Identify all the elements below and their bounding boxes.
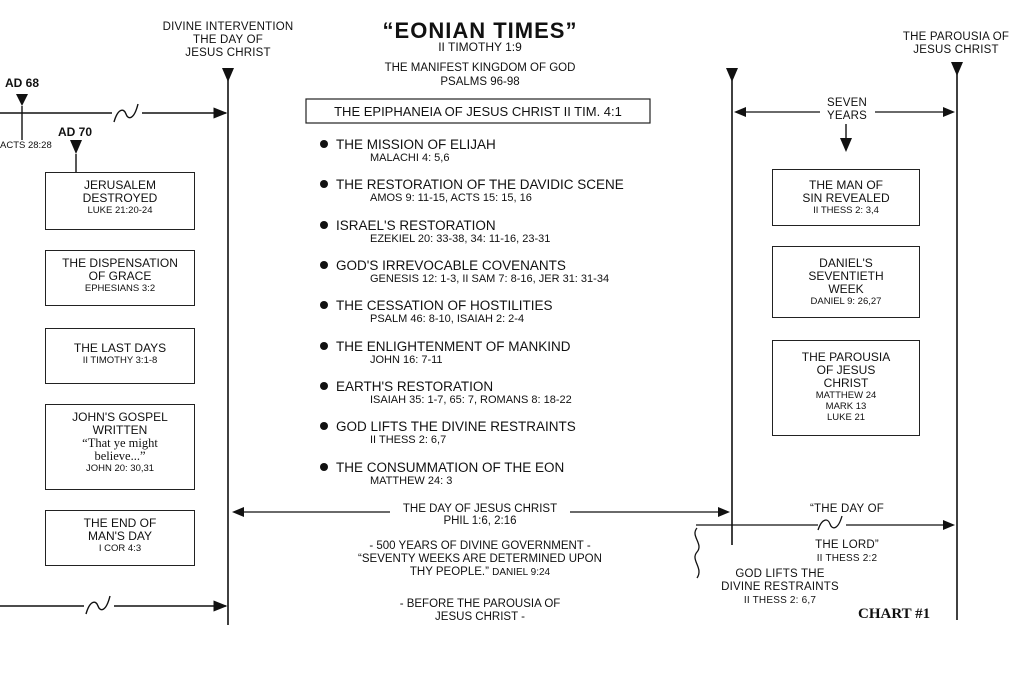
left-box-johns-gospel: JOHN'S GOSPEL WRITTEN “That ye might bel… [45,404,195,490]
acts-label: ACTS 28:28 [0,140,52,151]
parousia-top-label: THE PAROUSIA OF JESUS CHRIST [902,31,1010,56]
center-item: EARTH'S RESTORATION ISAIAH 35: 1-7, 65: … [320,379,572,406]
divine-intervention-label: DIVINE INTERVENTION THE DAY OF JESUS CHR… [162,21,294,59]
epiphaneia-label: THE EPIPHANEIA OF JESUS CHRIST II TIM. 4… [334,104,622,119]
seven-years-marker [726,68,738,82]
restraints-label: GOD LIFTS THE DIVINE RESTRAINTS II THESS… [721,568,839,606]
center-item: THE ENLIGHTENMENT OF MANKIND JOHN 16: 7-… [320,339,571,366]
subtitle-reference: PSALMS 96-98 [440,76,520,88]
seven-years-down-marker [840,138,852,152]
seven-years-label: SEVEN YEARS [827,97,867,122]
right-box-parousia: THE PAROUSIA OF JESUS CHRIST MATTHEW 24 … [772,340,920,436]
timeline-break-bottom [85,595,111,615]
day-of-lord-bottom: THE LORD” II THESS 2:2 [815,539,879,564]
left-box-end-of-mans-day: THE END OF MAN'S DAY I COR 4:3 [45,510,195,566]
center-item: THE CONSUMMATION OF THE EON MATTHEW 24: … [320,460,564,487]
before-parousia-text: - BEFORE THE PAROUSIA OF JESUS CHRIST - [399,598,561,623]
title-reference: II TIMOTHY 1:9 [438,40,522,54]
bullet-icon [320,140,328,148]
left-box-jerusalem: JERUSALEM DESTROYED LUKE 21:20-24 [45,172,195,230]
day-of-jesus-christ-label: THE DAY OF JESUS CHRIST PHIL 1:6, 2:16 [402,503,558,527]
bullet-icon [320,382,328,390]
center-item: GOD LIFTS THE DIVINE RESTRAINTS II THESS… [320,419,576,446]
day-of-lord-top: “THE DAY OF [810,503,884,515]
divine-government-text: - 500 YEARS OF DIVINE GOVERNMENT - “SEVE… [358,540,602,578]
ad68-marker [16,94,28,106]
ad68-label: AD 68 [5,76,40,90]
bullet-icon [320,342,328,350]
ad70-label: AD 70 [58,125,93,139]
center-item: THE MISSION OF ELIJAH MALACHI 4: 5,6 [320,137,496,164]
center-item: GOD'S IRREVOCABLE COVENANTS GENESIS 12: … [320,258,609,285]
left-box-last-days: THE LAST DAYS II TIMOTHY 3:1-8 [45,328,195,384]
center-item: ISRAEL'S RESTORATION EZEKIEL 20: 33-38, … [320,218,550,245]
left-box-dispensation: THE DISPENSATION OF GRACE EPHESIANS 3:2 [45,250,195,306]
right-box-man-of-sin: THE MAN OF SIN REVEALED II THESS 2: 3,4 [772,169,920,226]
center-item: THE RESTORATION OF THE DAVIDIC SCENE AMO… [320,177,624,204]
bullet-icon [320,180,328,188]
timeline-break-top [113,103,139,123]
chart-number-label: CHART #1 [858,606,931,622]
center-item: THE CESSATION OF HOSTILITIES PSALM 46: 8… [320,298,553,325]
bullet-icon [320,463,328,471]
day-of-lord-break [817,515,843,531]
ad70-marker [70,140,82,154]
parousia-marker [951,62,963,76]
chart-title: “EONIAN TIMES” [382,18,578,43]
right-box-seventieth-week: DANIEL'S SEVENTIETH WEEK DANIEL 9: 26,27 [772,246,920,318]
wavy-break-line [694,527,700,579]
bullet-icon [320,301,328,309]
bullet-icon [320,221,328,229]
subtitle: THE MANIFEST KINGDOM OF GOD [384,62,576,74]
divine-intervention-marker [222,68,234,82]
bullet-icon [320,261,328,269]
bullet-icon [320,422,328,430]
epiphaneia-box [305,98,651,124]
